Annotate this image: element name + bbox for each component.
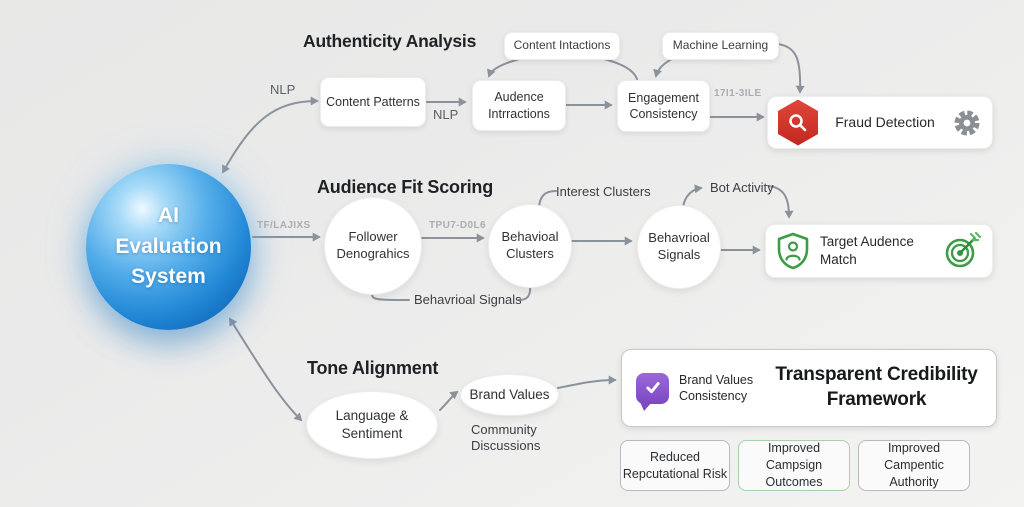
garbled-code-label-3: TPU7-D0L6 <box>429 220 486 231</box>
gear-icon <box>952 108 982 138</box>
fraud-detection-label: Fraud Detection <box>835 114 935 131</box>
audience-fit-scoring-heading: Audience Fit Scoring <box>317 177 494 197</box>
content-patterns-node: Content Patterns <box>320 77 426 127</box>
framework-title: Transparent Credibility Framework <box>775 364 978 410</box>
sphere-line-1: AI <box>158 204 179 228</box>
garbled-code-label-2: TF/LAJIXS <box>257 220 311 231</box>
chat-check-icon <box>636 372 669 411</box>
interest-clusters-label: Interest Clusters <box>556 184 651 199</box>
nlp-label-1: NLP <box>270 82 296 97</box>
target-dart-icon <box>942 231 982 271</box>
fraud-hexagon-magnifier-icon <box>778 99 818 146</box>
authenticity-analysis-heading: Authenticity Analysis <box>303 31 477 51</box>
sphere-line-3: System <box>131 265 206 289</box>
behavioral-signals-circle: Behavrioal Signals <box>637 205 721 289</box>
transparent-credibility-framework-card: Brand Values Consistency Transparent Cre… <box>621 349 997 427</box>
community-discussions-label: Community Discussions <box>471 422 541 454</box>
follower-demographics-circle: Follower Denograhics <box>324 197 422 295</box>
brand-values-consistency-label: Brand Values Consistency <box>679 372 754 403</box>
outcome-reduced-reputational-risk: Reduced Repcutational Risk <box>620 440 730 491</box>
machine-learning-pill: Machine Learning <box>662 32 779 60</box>
sphere-line-2: Evaluation <box>115 234 222 258</box>
ai-evaluation-system-sphere: AI Evaluation System <box>86 164 251 330</box>
outcome-improved-authentic-authority: Improved Campentic Authority <box>858 440 970 491</box>
content-interactions-pill: Content Intactions <box>504 32 620 60</box>
target-audience-match-card: Target Audence Match <box>765 224 993 278</box>
brand-values-ellipse: Brand Values <box>460 374 559 416</box>
behavioral-clusters-circle: Behavioal Clusters <box>488 204 572 288</box>
tone-alignment-heading: Tone Alignment <box>307 358 439 378</box>
garbled-code-label-1: 17I1-3ILE <box>714 88 762 99</box>
audience-interactions-node: Audence Intrractions <box>472 80 566 131</box>
language-sentiment-ellipse: Language & Sentiment <box>306 391 438 459</box>
behavioral-signals-bottom-label: Behavrioal Signals <box>414 292 522 307</box>
shield-person-icon <box>776 232 810 270</box>
nlp-label-2: NLP <box>433 107 459 122</box>
target-audience-match-label: Target Audence Match <box>820 234 914 267</box>
bot-activity-label: Bot Activity <box>710 180 774 195</box>
fraud-detection-card: Fraud Detection <box>767 96 993 149</box>
outcome-improved-campaign-outcomes: Improved Campsign Outcomes <box>738 440 850 491</box>
engagement-consistency-node: Engagement Consistency <box>617 80 710 132</box>
